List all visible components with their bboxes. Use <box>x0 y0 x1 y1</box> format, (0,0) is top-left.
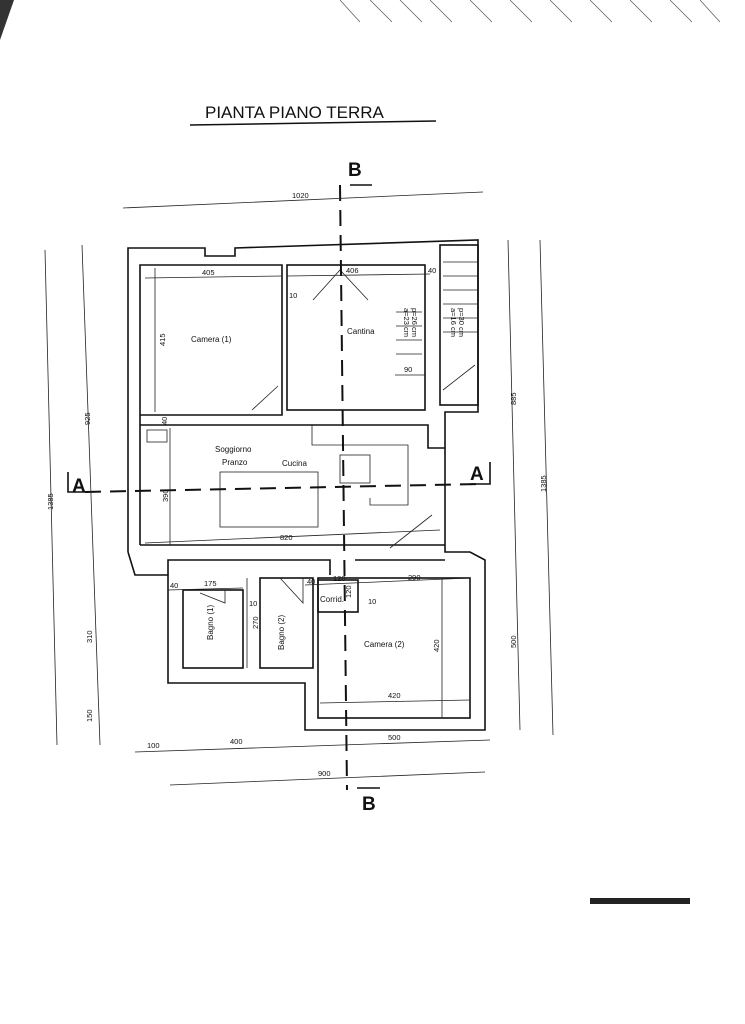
dimension-lines <box>44 191 554 786</box>
dim-right-upper: 885 <box>509 392 518 405</box>
dim-bottom-a: 100 <box>147 741 160 750</box>
room-label-corridoio: Corrid. <box>320 595 344 604</box>
room-label-soggiorno: Soggiorno <box>215 445 252 454</box>
scan-corner-shadow <box>0 0 14 40</box>
section-marker-b-bottom: B <box>362 794 376 815</box>
title-underline <box>189 120 437 126</box>
dim-camera1-height: 415 <box>158 333 167 346</box>
dim-wall-10-bagno: 10 <box>249 599 257 608</box>
dim-stair-width: 90 <box>404 365 412 374</box>
section-marker-a-left: A <box>72 476 86 497</box>
kitchen-table <box>219 471 319 528</box>
dim-top-total: 1020 <box>292 191 309 200</box>
section-line-a <box>84 483 481 493</box>
dim-left-total: 1385 <box>46 493 55 510</box>
section-a-arrow-right <box>470 462 491 485</box>
room-label-camera1: Camera (1) <box>191 335 232 344</box>
scan-smudge <box>590 898 690 904</box>
dim-bottom-b: 400 <box>230 737 243 746</box>
stair1-riser: a=23 cm <box>402 308 411 337</box>
section-marker-b-top: B <box>348 160 362 181</box>
room-label-camera2: Camera (2) <box>364 640 405 649</box>
dim-left-upper: 925 <box>83 412 92 425</box>
dim-wall-40-mid: 40 <box>160 417 169 425</box>
dim-camera2-height: 420 <box>432 639 441 652</box>
scan-hatching <box>339 0 721 23</box>
dim-camera2-width-top: 290 <box>408 573 421 582</box>
room-label-pranzo: Pranzo <box>222 458 248 467</box>
plan-title: PIANTA PIANO TERRA <box>205 103 385 122</box>
stair1-tread: p=26 cm <box>410 308 419 337</box>
dim-camera1-width: 405 <box>202 268 215 277</box>
dim-wall-40-bagno: 40 <box>170 581 178 590</box>
dim-corr-height: 120 <box>344 585 353 598</box>
dim-bagno2-height: 270 <box>251 616 260 629</box>
dim-bagno1-width: 175 <box>204 579 217 588</box>
dim-soggiorno-height: 390 <box>161 489 170 502</box>
dim-wall-40-corr: 40 <box>307 577 315 586</box>
fixtures <box>146 261 478 605</box>
dim-wall-10-corr: 10 <box>368 597 376 606</box>
dim-bottom-c: 500 <box>388 733 401 742</box>
room-label-cantina: Cantina <box>347 327 375 336</box>
dim-left-low: 150 <box>85 709 94 722</box>
section-marker-a-right: A <box>470 464 484 485</box>
dim-cantina-width: 406 <box>346 266 359 275</box>
dim-wall-40-top: 40 <box>428 266 436 275</box>
dim-right-low: 500 <box>509 635 518 648</box>
dim-right-total: 1385 <box>539 475 548 492</box>
stair2-tread: p=30 cm <box>457 308 466 337</box>
dim-soggiorno-width: 820 <box>280 533 293 542</box>
exterior-walls <box>127 239 486 731</box>
dim-bottom-total: 900 <box>318 769 331 778</box>
room-label-bagno1: Bagno (1) <box>206 605 215 640</box>
room-label-bagno2: Bagno (2) <box>277 615 286 650</box>
dim-corr-width: 120 <box>333 574 346 583</box>
section-a-arrow-left <box>67 472 90 493</box>
dim-camera2-width: 420 <box>388 691 401 700</box>
stair2-riser: a=16 cm <box>449 308 458 337</box>
dim-wall-10-top: 10 <box>289 291 297 300</box>
dim-left-mid: 310 <box>85 630 94 643</box>
room-label-cucina: Cucina <box>282 459 307 468</box>
